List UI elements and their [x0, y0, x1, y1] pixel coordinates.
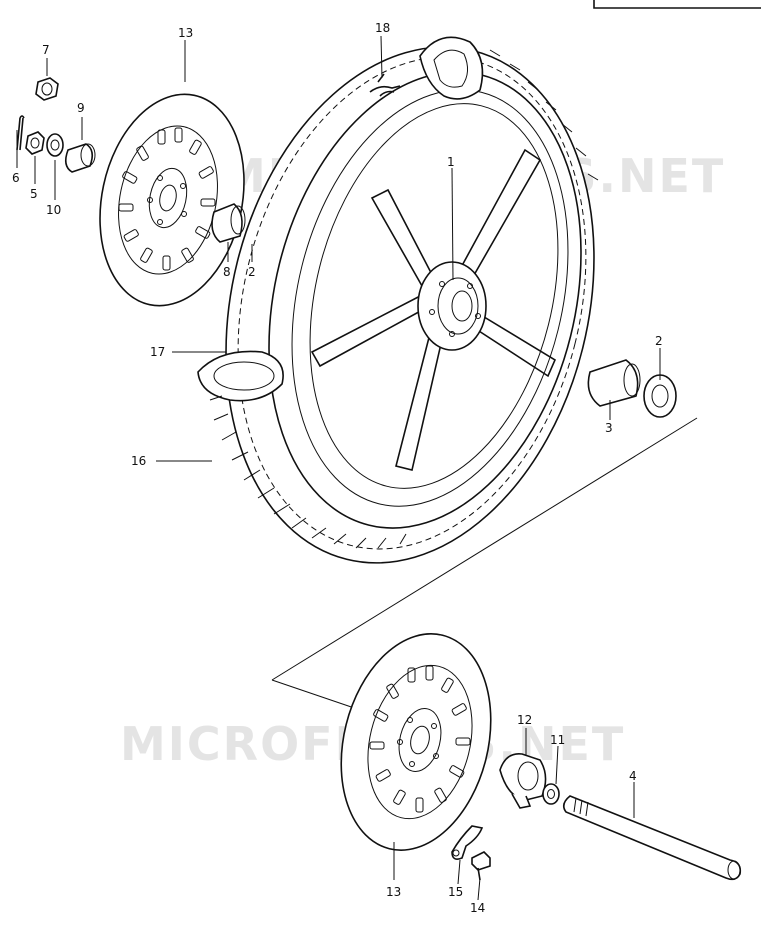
wheel-spacer-right — [587, 359, 641, 407]
speedometer-gearbox — [499, 753, 547, 809]
brake-disc-upper — [99, 93, 245, 307]
part-labels: 13 18 7 9 6 5 10 8 2 1 17 16 2 3 4 12 11… — [12, 21, 663, 915]
label-11: 11 — [550, 733, 565, 747]
label-12: 12 — [517, 713, 532, 727]
valve-stem — [369, 73, 401, 97]
label-2-right: 2 — [655, 334, 663, 348]
spacer — [64, 143, 96, 173]
label-3: 3 — [605, 421, 613, 435]
brake-disc-lower — [340, 633, 492, 851]
label-1: 1 — [447, 155, 455, 169]
wheel-spacer-left — [211, 203, 246, 243]
label-9: 9 — [77, 101, 85, 115]
washer — [46, 133, 64, 157]
label-10: 10 — [46, 203, 61, 217]
label-13-upper: 13 — [178, 26, 193, 40]
label-2-upper: 2 — [248, 265, 256, 279]
bearing-right — [643, 374, 677, 418]
bolt — [471, 851, 491, 881]
lock-plate — [451, 825, 484, 860]
label-13-lower: 13 — [386, 885, 401, 899]
wheel-assembly — [197, 36, 599, 564]
label-15: 15 — [448, 885, 463, 899]
title-frame — [593, 0, 761, 9]
axis-guide-lines — [271, 417, 698, 713]
label-7: 7 — [42, 43, 50, 57]
label-6: 6 — [12, 171, 20, 185]
axle-nut — [35, 77, 59, 101]
cotter-pin — [16, 115, 25, 151]
front-axle — [562, 795, 742, 881]
leader-lines — [16, 35, 661, 901]
label-14: 14 — [470, 901, 485, 915]
washer-lower — [542, 783, 560, 805]
castle-nut — [25, 131, 45, 155]
label-5: 5 — [30, 187, 38, 201]
label-8: 8 — [223, 265, 231, 279]
label-17: 17 — [150, 345, 165, 359]
label-16: 16 — [131, 454, 146, 468]
label-18: 18 — [375, 21, 390, 35]
label-4: 4 — [629, 769, 637, 783]
